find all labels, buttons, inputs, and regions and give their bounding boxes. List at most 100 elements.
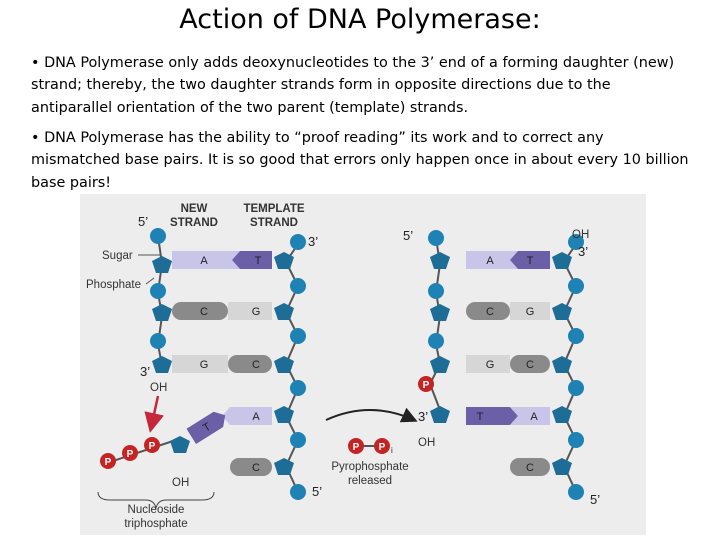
left-template-5-end: 5’ [312,484,322,499]
phosphate-circle [428,283,444,299]
sugar-pentagon [170,436,190,453]
right-template-base-c: C [510,458,550,476]
reaction-arrow [325,407,418,423]
bullet-proofreading: • DNA Polymerase has the ability to “pro… [31,130,689,191]
left-new-3-end: 3’ [140,364,150,379]
sugar-pentagon [152,256,172,273]
phosphate-letter: P [423,380,430,391]
sugar-pentagon [430,406,450,423]
phosphate-circle [428,230,444,246]
left-new-strand [150,228,172,373]
left-template-strand [274,234,306,500]
bullet-polymerase-direction: • DNA Polymerase only adds deoxynucleoti… [31,55,675,116]
sugar-pentagon [274,303,294,320]
phosphate-circle [568,380,584,396]
phosphate-circle [290,432,306,448]
phosphate-circle [374,438,390,454]
base-letter: A [200,255,208,267]
incoming-base [186,411,226,445]
right-oh-label: OH [418,437,435,449]
phosphate-circle [428,333,444,349]
base-letter: C [200,306,208,318]
phosphate-letter: P [105,457,112,468]
pyrophosphate-label-1: Pyrophosphate [331,461,408,473]
base-letter: C [526,462,534,474]
phosphate-circle [100,453,116,469]
phosphate-circle [122,445,138,461]
sugar-pentagon [274,406,294,423]
right-new-strand: P [418,230,450,423]
left-base-pair: G C [172,355,272,373]
phosphate-circle [568,484,584,500]
phosphate-letter: P [379,442,386,453]
template-strand-label-2: STRAND [250,217,298,229]
sugar-pentagon [274,356,294,373]
base-letter: A [486,255,494,267]
phosphate-circle [568,278,584,294]
base-letter: G [252,306,261,318]
sugar-pentagon [552,303,572,320]
new-strand-label-2: STRAND [170,217,218,229]
phosphate-circle [150,228,166,244]
right-base-pair: A T [466,251,550,269]
pyro-subscript: i [391,446,393,455]
left-base-pair: A T [172,251,272,269]
right-new-3-end: 3’ [418,409,428,424]
base-letter: T [255,255,262,267]
pyrophosphate: P P i [348,438,393,455]
right-base-pair: C G [466,302,550,320]
base-letter: G [486,359,495,371]
base-letter: C [526,359,534,371]
base-letter: C [252,462,260,474]
sugar-pentagon [430,252,450,269]
base-letter: A [252,411,260,423]
right-template-strand [552,234,584,500]
right-template-3-end: 3’ [578,244,588,259]
phosphate-circle [290,328,306,344]
right-new-5-end: 5’ [403,228,413,243]
phosphate-label: Phosphate [86,279,141,291]
new-strand-label-1: NEW [181,203,208,215]
nucleoside-label-2: triphosphate [124,518,187,530]
sugar-pentagon [552,252,572,269]
slide-title: Action of DNA Polymerase: [179,4,541,35]
phosphate-circle [150,283,166,299]
phosphate-letter: P [127,449,134,460]
sugar-pentagon [552,356,572,373]
phosphate-circle [290,278,306,294]
sugar-pentagon [274,252,294,269]
sugar-pentagon [152,304,172,321]
base-letter: T [527,255,534,267]
nucleoside-label-1: Nucleoside [128,504,185,516]
sugar-pentagon [430,304,450,321]
sugar-pentagon [430,356,450,373]
left-template-3-end: 3’ [308,234,318,249]
right-base-pair: G C [466,355,550,373]
base-letter: C [252,359,260,371]
sugar-pentagon [152,356,172,373]
phosphate-letter: P [149,441,156,452]
base-letter: C [486,306,494,318]
sugar-label: Sugar [102,250,133,262]
phosphate-letter: P [353,442,360,453]
sugar-pentagon [274,458,294,475]
left-template-base-c: C [230,458,272,476]
base-letter: G [200,359,209,371]
new-phosphate-circle [418,376,434,392]
phosphate-circle [568,234,584,250]
pyrophosphate-label-2: released [348,475,392,487]
nucleoside-brace [97,491,215,509]
left-base-pair: C G [172,302,272,320]
base-letter: G [526,306,535,318]
base-letter: A [530,411,538,423]
right-template-oh-label: OH [572,229,589,241]
sugar-pentagon [552,458,572,475]
dna-polymerase-figure: NEW STRAND TEMPLATE STRAND Sugar Phospha… [80,194,646,535]
phosphate-circle [348,438,364,454]
template-strand-label-1: TEMPLATE [243,203,304,215]
incoming-nucleotide: P P P T OH [100,411,226,489]
left-template-base-a: A [222,407,272,425]
sugar-pentagon [552,406,572,423]
phosphate-circle [290,380,306,396]
incoming-oh-label: OH [172,477,189,489]
